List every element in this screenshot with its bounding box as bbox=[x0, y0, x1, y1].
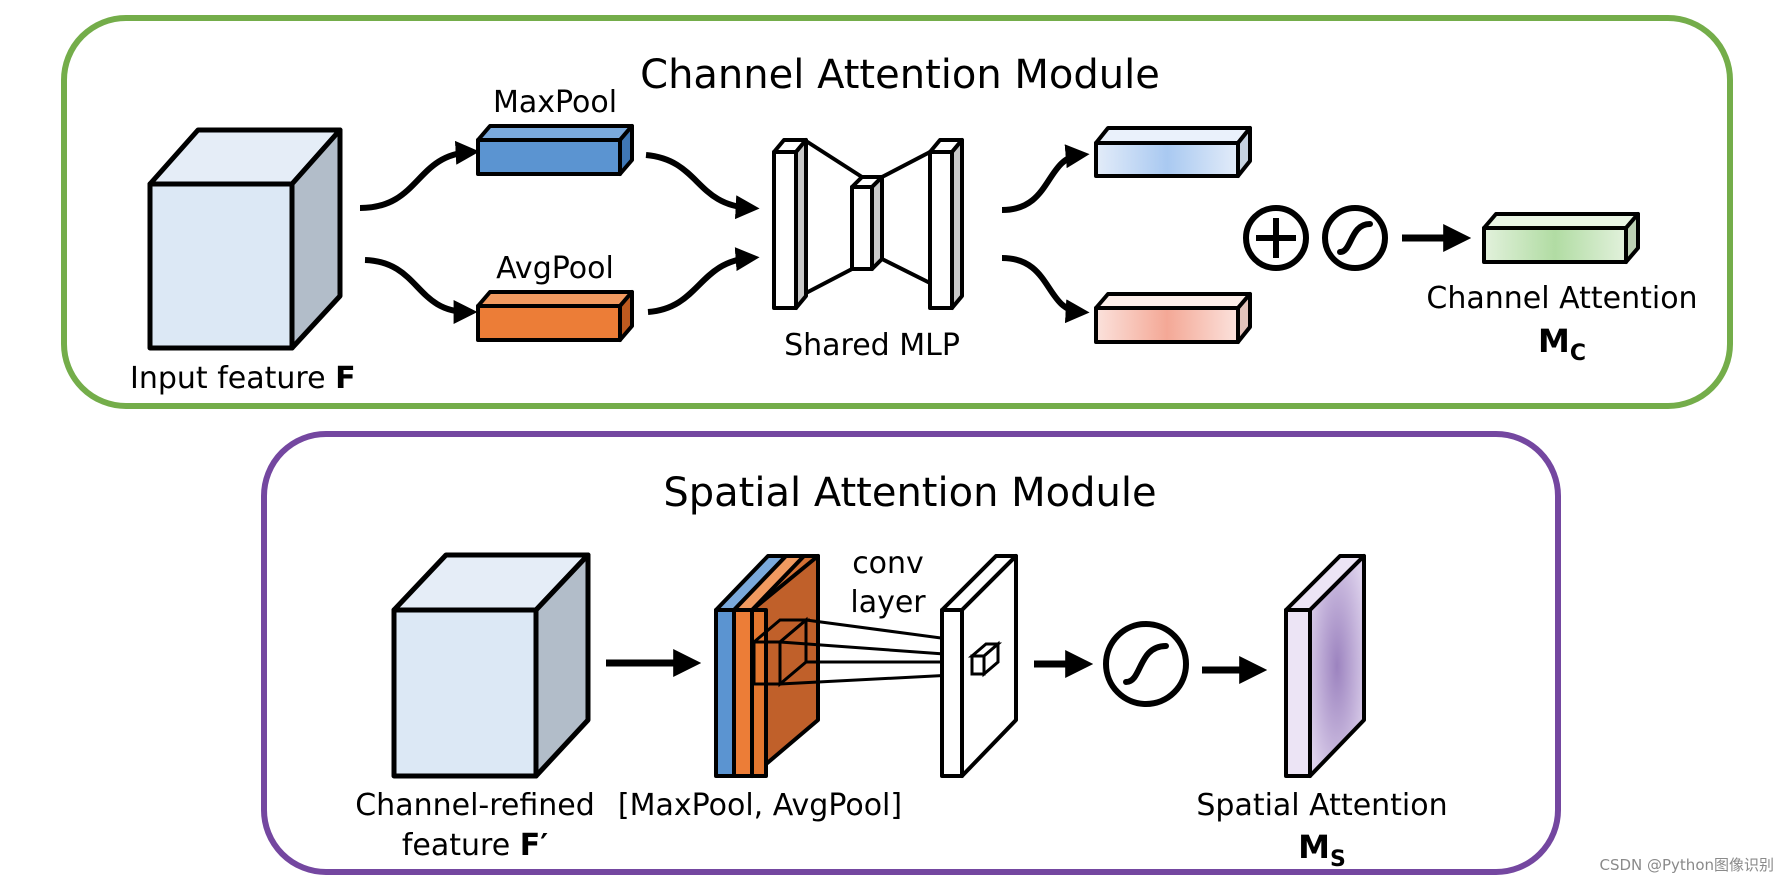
arrow-avgpool-to-mlp bbox=[647, 247, 760, 315]
spatial-sigmoid-icon bbox=[1103, 621, 1189, 707]
input-feature-cube bbox=[147, 127, 343, 351]
conv-output-cell bbox=[967, 640, 1003, 678]
sigmoid-icon bbox=[1322, 205, 1388, 271]
arrow-to-avgpool bbox=[364, 257, 478, 324]
channel-attention-label: Channel Attention bbox=[1426, 281, 1697, 316]
element-wise-sum-icon bbox=[1243, 205, 1309, 271]
channel-refined-label: Channel-refined bbox=[355, 788, 595, 823]
channel-module-title: Channel Attention Module bbox=[640, 52, 1160, 98]
channel-attention-module: Channel Attention Module Input feature F… bbox=[61, 15, 1733, 409]
spatial-module-title: Spatial Attention Module bbox=[663, 470, 1156, 516]
conv-layer-label-line1: conv bbox=[852, 546, 924, 581]
maxpool-vector bbox=[476, 124, 634, 176]
mlp-output-max-vector bbox=[1094, 126, 1252, 178]
spatial-attention-symbol: MS bbox=[1298, 828, 1346, 872]
shared-mlp bbox=[772, 138, 964, 310]
arrow-mlp-to-avg-output bbox=[1001, 255, 1090, 324]
conv-layer-label-line2: layer bbox=[850, 585, 926, 620]
channel-attention-vector bbox=[1482, 212, 1640, 264]
channel-attention-symbol: MC bbox=[1538, 322, 1586, 366]
channel-refined-feature-cube bbox=[391, 552, 591, 779]
channel-module-border bbox=[61, 15, 1733, 409]
spatial-attention-map bbox=[1284, 554, 1366, 778]
input-feature-label: Input feature F bbox=[130, 361, 356, 396]
maxpool-label: MaxPool bbox=[493, 85, 617, 120]
pooled-feature-maps bbox=[714, 554, 820, 778]
arrow-maxpool-to-mlp bbox=[645, 152, 760, 220]
mlp-output-avg-vector bbox=[1094, 292, 1252, 344]
shared-mlp-label: Shared MLP bbox=[784, 328, 960, 363]
avgpool-label: AvgPool bbox=[496, 251, 614, 286]
spatial-attention-label: Spatial Attention bbox=[1196, 788, 1447, 823]
avgpool-vector bbox=[476, 290, 634, 342]
arrow-to-maxpool bbox=[359, 140, 480, 211]
spatial-module-border bbox=[261, 431, 1561, 875]
watermark: CSDN @Python图像识别 bbox=[1599, 856, 1774, 874]
pool-concat-label: [MaxPool, AvgPool] bbox=[618, 788, 902, 823]
arrow-mlp-to-max-output bbox=[1001, 144, 1090, 213]
spatial-attention-module: Spatial Attention Module Channel-refined… bbox=[261, 431, 1561, 875]
channel-refined-label-line2: feature F′ bbox=[402, 828, 548, 863]
